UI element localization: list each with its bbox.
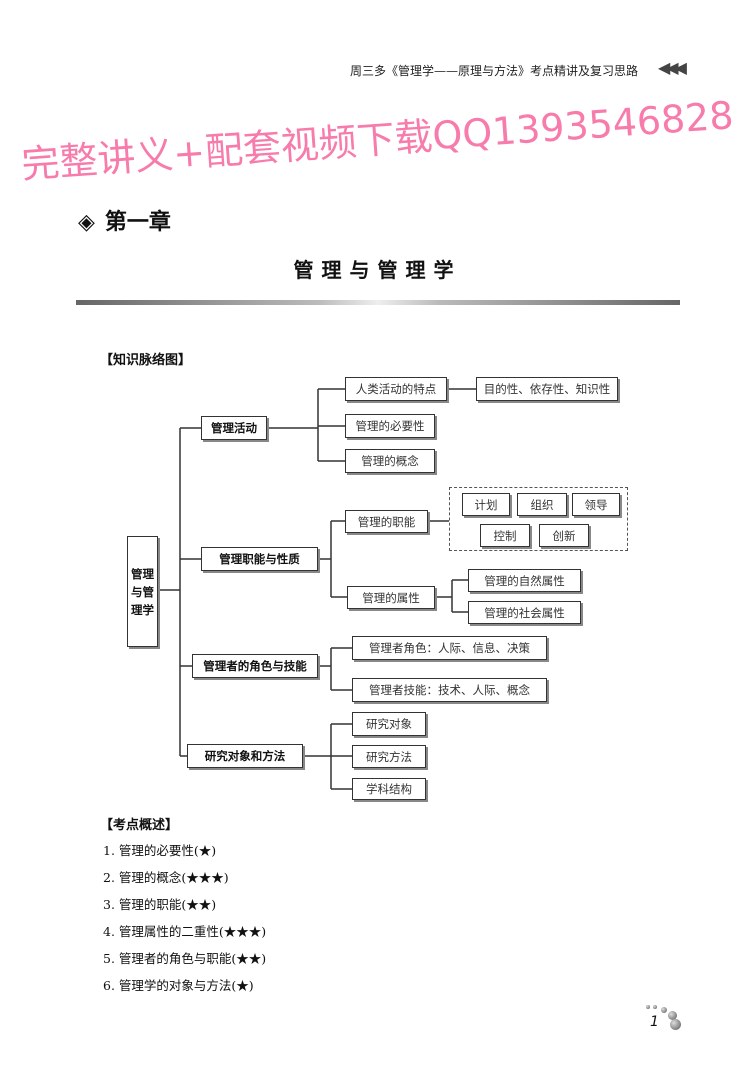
node-lead: 领导 — [572, 493, 620, 516]
node-research-object: 研究对象 — [352, 712, 426, 736]
diagram-root: 管理与管理学 — [127, 536, 158, 647]
overview-item: 4. 管理属性的二重性(★★★) — [103, 924, 267, 939]
overview-item: 6. 管理学的对象与方法(★) — [103, 978, 254, 993]
node-plan: 计划 — [462, 493, 510, 516]
node-necessity: 管理的必要性 — [345, 414, 435, 438]
node-discipline-structure: 学科结构 — [352, 778, 426, 800]
chapter-number: 第一章 — [104, 210, 171, 235]
double-diamond-icon: ◈ — [78, 210, 95, 235]
overview-item: 5. 管理者的角色与职能(★★) — [103, 951, 267, 966]
node-research: 研究对象和方法 — [187, 744, 303, 768]
chapter-title: 管理与管理学 — [293, 258, 462, 282]
triple-left-arrow-icon: ◀◀◀ — [658, 58, 687, 77]
functions-group — [449, 487, 628, 551]
overview-item: 3. 管理的职能(★★) — [103, 897, 217, 912]
node-human-activity: 人类活动的特点 — [345, 377, 447, 401]
node-innovate: 创新 — [539, 524, 589, 547]
node-activity-traits: 目的性、依存性、知识性 — [476, 377, 618, 401]
node-organize: 组织 — [517, 493, 567, 516]
overview-heading: 【考点概述】 — [100, 818, 179, 833]
node-attributes: 管理的属性 — [347, 586, 435, 609]
knowledge-map-heading: 【知识脉络图】 — [100, 353, 192, 368]
node-concept: 管理的概念 — [345, 449, 435, 473]
node-manager-roles: 管理者角色：人际、信息、决策 — [352, 636, 547, 660]
node-research-method: 研究方法 — [352, 745, 426, 768]
page-number: 1 — [650, 1014, 659, 1030]
node-manager-skills: 管理者技能：技术、人际、概念 — [352, 678, 547, 702]
overview-item: 1. 管理的必要性(★) — [103, 843, 217, 858]
overview-item: 2. 管理的概念(★★★) — [103, 870, 229, 885]
chapter-label: ◈ 第一章 — [78, 204, 171, 236]
node-function-nature: 管理职能与性质 — [201, 547, 318, 571]
node-management-activity: 管理活动 — [201, 416, 267, 440]
node-roles-skills: 管理者的角色与技能 — [192, 654, 318, 678]
node-social-attr: 管理的社会属性 — [468, 601, 581, 624]
node-functions: 管理的职能 — [345, 510, 428, 533]
title-divider — [76, 300, 680, 305]
node-control: 控制 — [480, 524, 530, 547]
node-natural-attr: 管理的自然属性 — [468, 569, 581, 592]
running-header: 周三多《管理学——原理与方法》考点精讲及复习思路 — [350, 64, 639, 78]
